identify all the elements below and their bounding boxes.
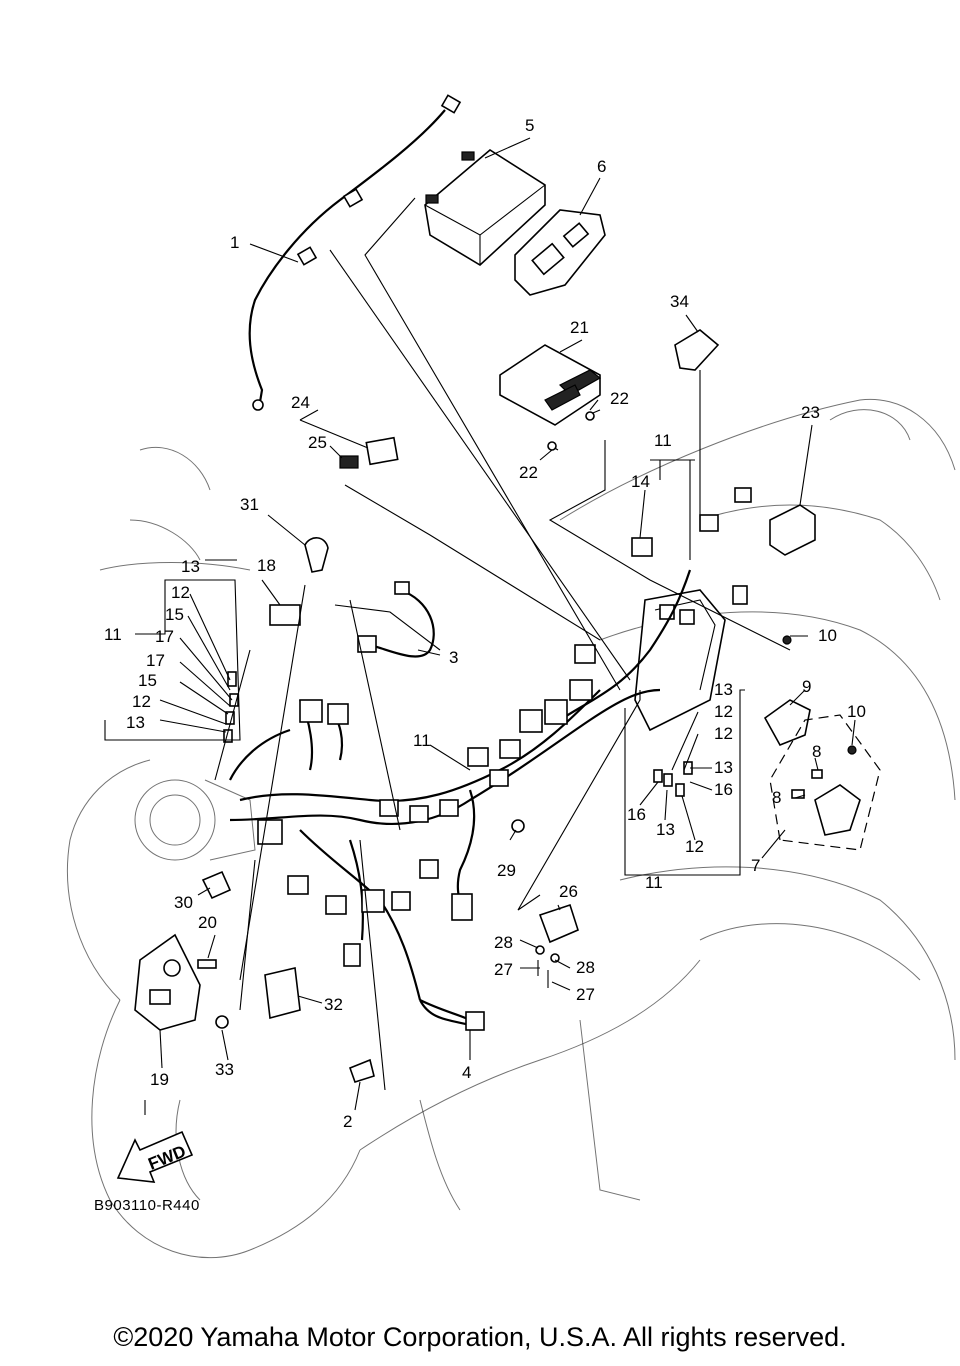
callout-23: 23 (801, 403, 820, 422)
part-3-sub-harness (357, 581, 435, 658)
callout-24: 24 (291, 393, 310, 412)
callout-4: 4 (462, 1063, 471, 1082)
part-14-connector (631, 537, 653, 557)
callout-5: 5 (525, 116, 534, 135)
callout-15b: 15 (138, 671, 157, 690)
callout-8b: 8 (772, 788, 781, 807)
callout-8a: 8 (812, 742, 821, 761)
callout-26: 26 (559, 882, 578, 901)
parts-diagram: FWD 1 2 3 4 5 6 7 8 8 9 10 10 11 11 11 1… (67, 94, 956, 1259)
callout-18: 18 (257, 556, 276, 575)
callout-6: 6 (597, 157, 606, 176)
part-7-starter-relay (769, 635, 881, 851)
part-24-25-fuse (339, 436, 399, 469)
part-5-battery (424, 149, 546, 266)
callout-28a: 28 (494, 933, 513, 952)
instrument-cluster-ghost (134, 779, 256, 861)
part-11-main-harness (229, 487, 752, 1027)
callout-27a: 27 (494, 960, 513, 979)
part-left-fuse-set (223, 671, 239, 743)
callout-11a: 11 (654, 431, 672, 450)
callout-3: 3 (449, 648, 458, 667)
part-6-battery-holder (514, 209, 606, 296)
callout-1: 1 (230, 233, 239, 252)
callout-22b: 22 (519, 463, 538, 482)
callout-19: 19 (150, 1070, 169, 1089)
part-32-module (264, 967, 301, 1020)
part-33-grommet (215, 1015, 229, 1029)
leader-lines (104, 137, 856, 1115)
callout-33: 33 (215, 1060, 234, 1079)
part-19-bracket (134, 933, 201, 1031)
callout-14: 14 (631, 472, 650, 491)
fwd-arrow: FWD (116, 1130, 194, 1183)
part-18-connector (269, 604, 301, 626)
part-1-battery-lead (248, 94, 462, 411)
callout-13b: 13 (126, 713, 145, 732)
callout-10a: 10 (818, 626, 837, 645)
callout-17b: 17 (146, 651, 165, 670)
callout-13d: 13 (714, 758, 733, 777)
callout-22a: 22 (610, 389, 629, 408)
callout-30: 30 (174, 893, 193, 912)
part-20-connector (197, 959, 217, 969)
part-26-bracket (535, 903, 579, 988)
callout-32: 32 (324, 995, 343, 1014)
callout-16b: 16 (627, 805, 646, 824)
callout-12c: 12 (714, 702, 733, 721)
callout-10b: 10 (847, 702, 866, 721)
part-2-sensor (348, 1058, 375, 1083)
callout-34: 34 (670, 292, 689, 311)
callout-21: 21 (570, 318, 589, 337)
callout-28b: 28 (576, 958, 595, 977)
part-4-sensor (419, 999, 485, 1031)
callout-labels: 1 2 3 4 5 6 7 8 8 9 10 10 11 11 11 11 11… (104, 116, 866, 1131)
copyright-notice: ©2020 Yamaha Motor Corporation, U.S.A. A… (113, 1322, 847, 1352)
callout-11d: 11 (645, 873, 663, 892)
callout-16a: 16 (714, 780, 733, 799)
part-9-relay-cover (763, 699, 811, 747)
part-21-ecu (499, 344, 602, 426)
callout-25: 25 (308, 433, 327, 452)
part-29-clamp (511, 819, 525, 833)
callout-17a: 17 (155, 627, 174, 646)
callout-9: 9 (802, 677, 811, 696)
callout-12d: 12 (714, 724, 733, 743)
callout-11b: 11 (104, 625, 122, 644)
callout-31: 31 (240, 495, 259, 514)
callout-29: 29 (497, 861, 516, 880)
part-11-fuse-box (634, 589, 726, 732)
callout-11c: 11 (413, 731, 431, 750)
callout-12b: 12 (132, 692, 151, 711)
callout-2: 2 (343, 1112, 352, 1131)
part-31-clamp (304, 537, 329, 573)
part-22-bolts (547, 409, 601, 451)
drawing-code: B903110-R440 (94, 1197, 200, 1214)
part-30-holder (201, 870, 232, 900)
callout-13e: 13 (656, 820, 675, 839)
part-23-relay (769, 504, 816, 556)
callout-12e: 12 (685, 837, 704, 856)
callout-13c: 13 (714, 680, 733, 699)
motorcycle-ghost-outline (67, 398, 956, 1259)
callout-7: 7 (751, 856, 760, 875)
callout-15a: 15 (165, 605, 184, 624)
callout-12a: 12 (171, 583, 190, 602)
callout-13a: 13 (181, 557, 200, 576)
part-34-cover (674, 329, 720, 371)
callout-27b: 27 (576, 985, 595, 1004)
callout-20: 20 (198, 913, 217, 932)
